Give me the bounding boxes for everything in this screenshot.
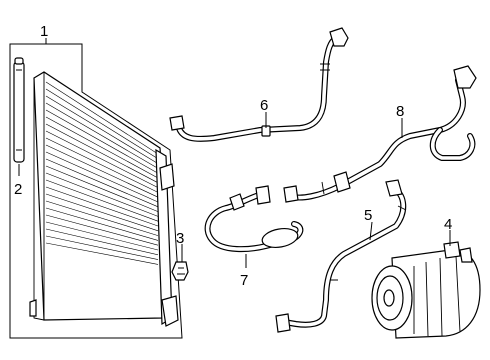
callout-4: 4 [444, 216, 452, 233]
condenser-group[interactable] [9, 43, 183, 339]
condenser-fin-line [45, 151, 159, 203]
callout-numbers: 1 2 3 4 5 6 7 8 [14, 23, 452, 289]
condenser-fin-line [45, 242, 159, 265]
hose-line-6[interactable] [169, 27, 349, 142]
condenser-fin-line [45, 88, 159, 160]
condenser-fin-line [45, 109, 159, 174]
condenser-fin-line [45, 165, 159, 212]
condenser-fin-line [45, 123, 159, 184]
condenser-fin-line [45, 158, 159, 208]
condenser-fin-line [45, 193, 159, 232]
callout-2: 2 [14, 181, 22, 198]
condenser-fin-line [45, 116, 159, 179]
ac-compressor[interactable] [371, 241, 481, 339]
condenser-fin-line [45, 172, 159, 217]
callout-6: 6 [260, 97, 268, 114]
condenser-fin-line [45, 144, 159, 198]
condenser-fin-line [45, 200, 159, 236]
hose-line-8[interactable] [283, 65, 477, 203]
condenser-fin-line [45, 81, 159, 155]
condenser-fin-line [45, 214, 159, 246]
condenser-fin-line [45, 179, 159, 222]
condenser-fin-line [45, 235, 159, 260]
condenser-fin-line [45, 95, 159, 164]
condenser-fin-line [45, 228, 159, 256]
callout-7: 7 [240, 272, 248, 289]
condenser-fin-line [45, 186, 159, 227]
condenser-fin-line [45, 137, 159, 193]
callout-1: 1 [40, 23, 48, 40]
receiver-dryer[interactable] [13, 57, 25, 163]
callout-8: 8 [396, 103, 404, 120]
leader-lines [18, 38, 451, 268]
condenser-fin-line [45, 102, 159, 169]
condenser-fin-line [45, 221, 159, 251]
condenser-fin-line [45, 130, 159, 188]
pressure-switch[interactable] [171, 261, 189, 281]
hose-line-5[interactable] [275, 179, 407, 333]
condenser-fins [45, 81, 159, 265]
condenser-fin-line [45, 207, 159, 241]
callout-3: 3 [176, 230, 184, 247]
callout-5: 5 [364, 207, 372, 224]
condenser[interactable] [29, 71, 179, 327]
condenser-frame [9, 43, 183, 339]
hose-line-7[interactable] [204, 185, 304, 253]
